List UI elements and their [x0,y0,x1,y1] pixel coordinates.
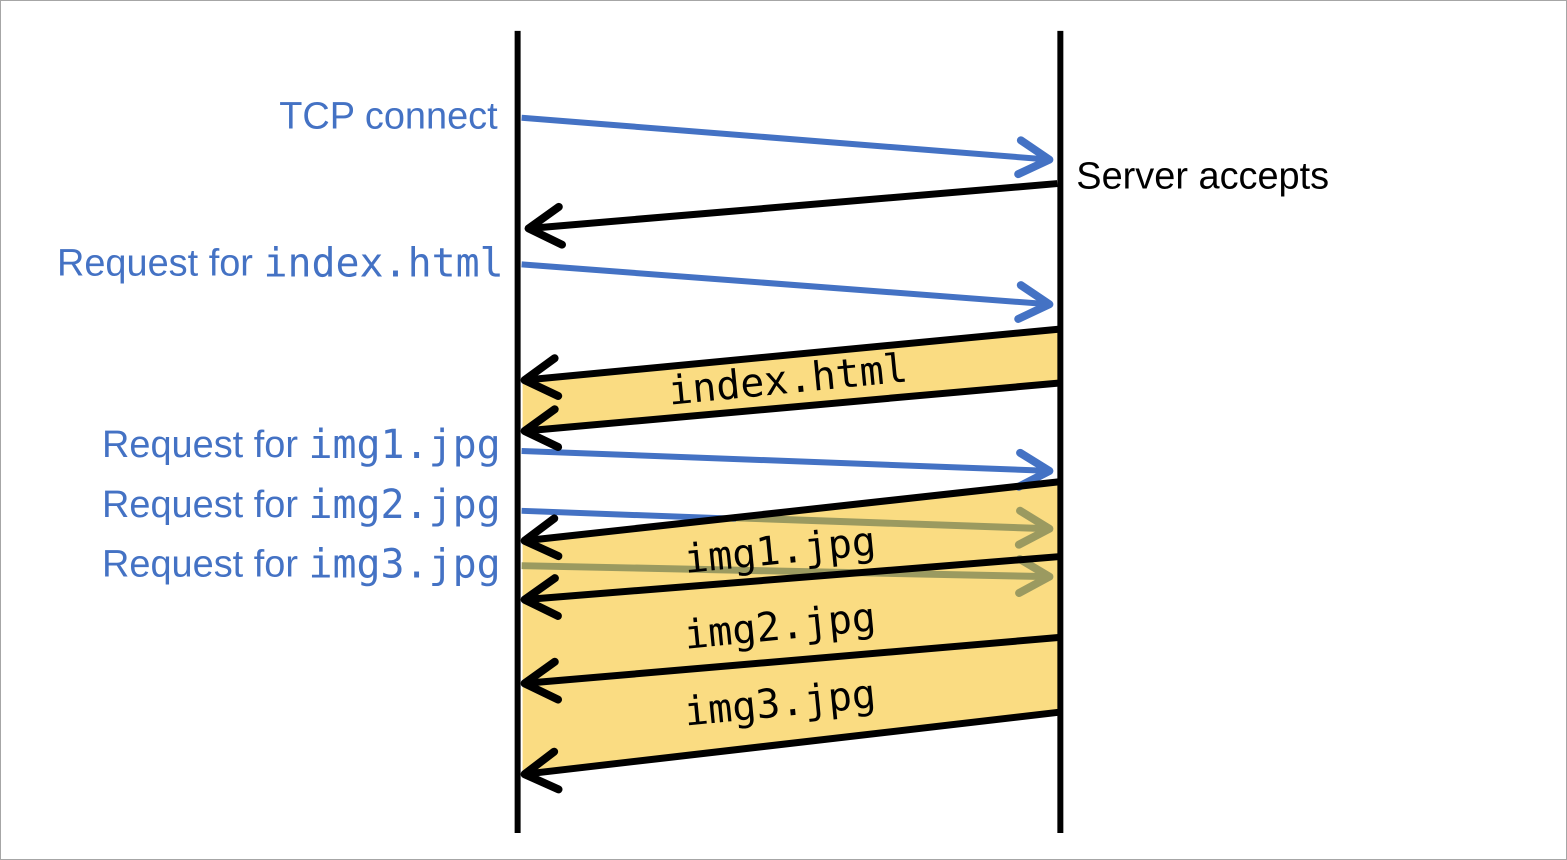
label-tcp-connect: TCP connect [279,96,498,138]
label-request-img3: Request for img3.jpg [102,542,501,588]
band-edge-index-bottom [520,379,1059,452]
request-img3-arrow-occluded [521,555,1054,597]
request-index-arrow [521,261,1054,323]
band-edge-img1-top [520,478,1059,561]
request-img1-arrow [521,447,1054,491]
band-edge-img3-bottom [520,708,1059,794]
response-band-index-html [522,329,1059,432]
tcp-connect-arrow [521,114,1054,179]
band-edge-index-top [520,325,1059,400]
label-server-accepts: Server accepts [1076,156,1329,198]
response-band-img2 [522,556,1059,685]
request-img2-arrow-occluded [733,506,1054,549]
response-band-img3 [522,637,1059,776]
server-accept-arrow [524,180,1058,249]
label-request-index: Request for index.html [57,240,504,286]
label-request-img2: Request for img2.jpg [102,482,501,528]
band-edge-img1-img2 [520,553,1059,620]
request-img2-arrow [521,507,737,522]
band-edge-img2-img3 [520,634,1059,704]
label-request-img1: Request for img1.jpg [102,422,501,468]
